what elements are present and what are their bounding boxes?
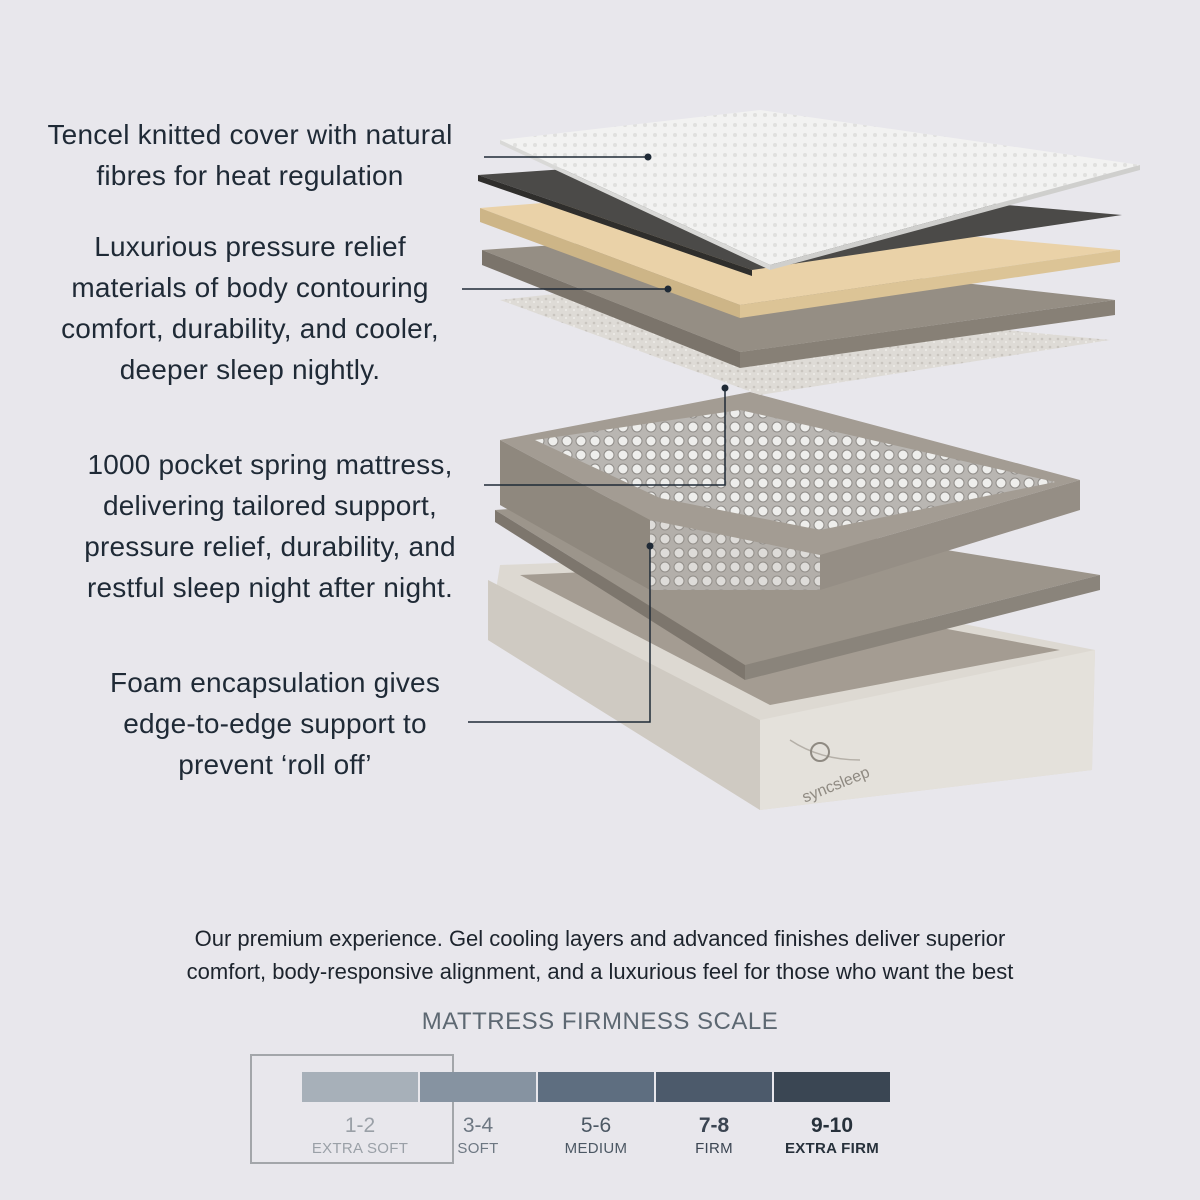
callout-line: edge-to-edge support to — [123, 708, 427, 739]
product-description: Our premium experience. Gel cooling laye… — [60, 922, 1140, 988]
firmness-range-label: 5-6 — [580, 1114, 612, 1137]
callout-line: 1000 pocket spring mattress, — [87, 449, 453, 480]
firmness-segment-7-8 — [656, 1072, 772, 1102]
firmness-level-label: SOFT — [457, 1140, 499, 1157]
description-line: Our premium experience. Gel cooling laye… — [194, 926, 1006, 951]
leader-dot-springs — [721, 384, 729, 392]
callout-pocket-springs: 1000 pocket spring mattress, delivering … — [50, 444, 490, 608]
leader-dot-encapsulation — [646, 542, 654, 550]
leader-line-encapsulation — [468, 548, 651, 723]
leader-line-springs — [484, 390, 726, 486]
callout-pressure-relief: Luxurious pressure relief materials of b… — [30, 226, 470, 390]
firmness-range-label: 3-4 — [462, 1114, 494, 1137]
leader-dot-cover — [644, 153, 652, 161]
firmness-range-label: 7-8 — [698, 1114, 730, 1137]
firmness-segment-3-4 — [420, 1072, 536, 1102]
firmness-segment-1-2 — [302, 1072, 418, 1102]
firmness-segment-9-10 — [774, 1072, 890, 1102]
callout-foam-encapsulation: Foam encapsulation gives edge-to-edge su… — [70, 662, 480, 785]
firmness-level-label: EXTRA SOFT — [311, 1140, 409, 1157]
callout-tencel-cover: Tencel knitted cover with natural fibres… — [20, 114, 480, 196]
callout-line: Luxurious pressure relief — [94, 231, 406, 262]
description-line: comfort, body-responsive alignment, and … — [186, 959, 1014, 984]
firmness-level-label: MEDIUM — [564, 1140, 628, 1157]
callout-line: deeper sleep nightly. — [119, 354, 381, 385]
pocket-spring-unit — [500, 392, 1080, 590]
callout-line: prevent ‘roll off’ — [178, 749, 372, 780]
leader-dot-comfort — [664, 285, 672, 293]
firmness-scale-title: MATTRESS FIRMNESS SCALE — [421, 1008, 779, 1035]
callout-line: pressure relief, durability, and — [84, 531, 456, 562]
firmness-segment-5-6 — [538, 1072, 654, 1102]
callout-line: materials of body contouring — [71, 272, 429, 303]
mattress-layers-illustration: syncsleep — [462, 110, 1140, 810]
leader-dots — [644, 153, 729, 550]
callout-line: fibres for heat regulation — [96, 160, 404, 191]
firmness-highlight-box — [250, 1054, 454, 1164]
firmness-range-label: 9-10 — [810, 1114, 854, 1137]
leader-lines — [462, 156, 726, 723]
callout-line: restful sleep night after night. — [87, 572, 453, 603]
firmness-level-label: FIRM — [695, 1140, 733, 1157]
callout-line: Foam encapsulation gives — [109, 667, 441, 698]
firmness-level-label: EXTRA FIRM — [784, 1140, 880, 1157]
firmness-range-label: 1-2 — [344, 1114, 376, 1137]
callout-line: Tencel knitted cover with natural — [47, 119, 453, 150]
tencel-cover-layer — [500, 110, 1140, 270]
callout-line: comfort, durability, and cooler, — [61, 313, 439, 344]
syncsleep-logo-icon — [810, 742, 830, 762]
callout-line: delivering tailored support, — [102, 490, 437, 521]
